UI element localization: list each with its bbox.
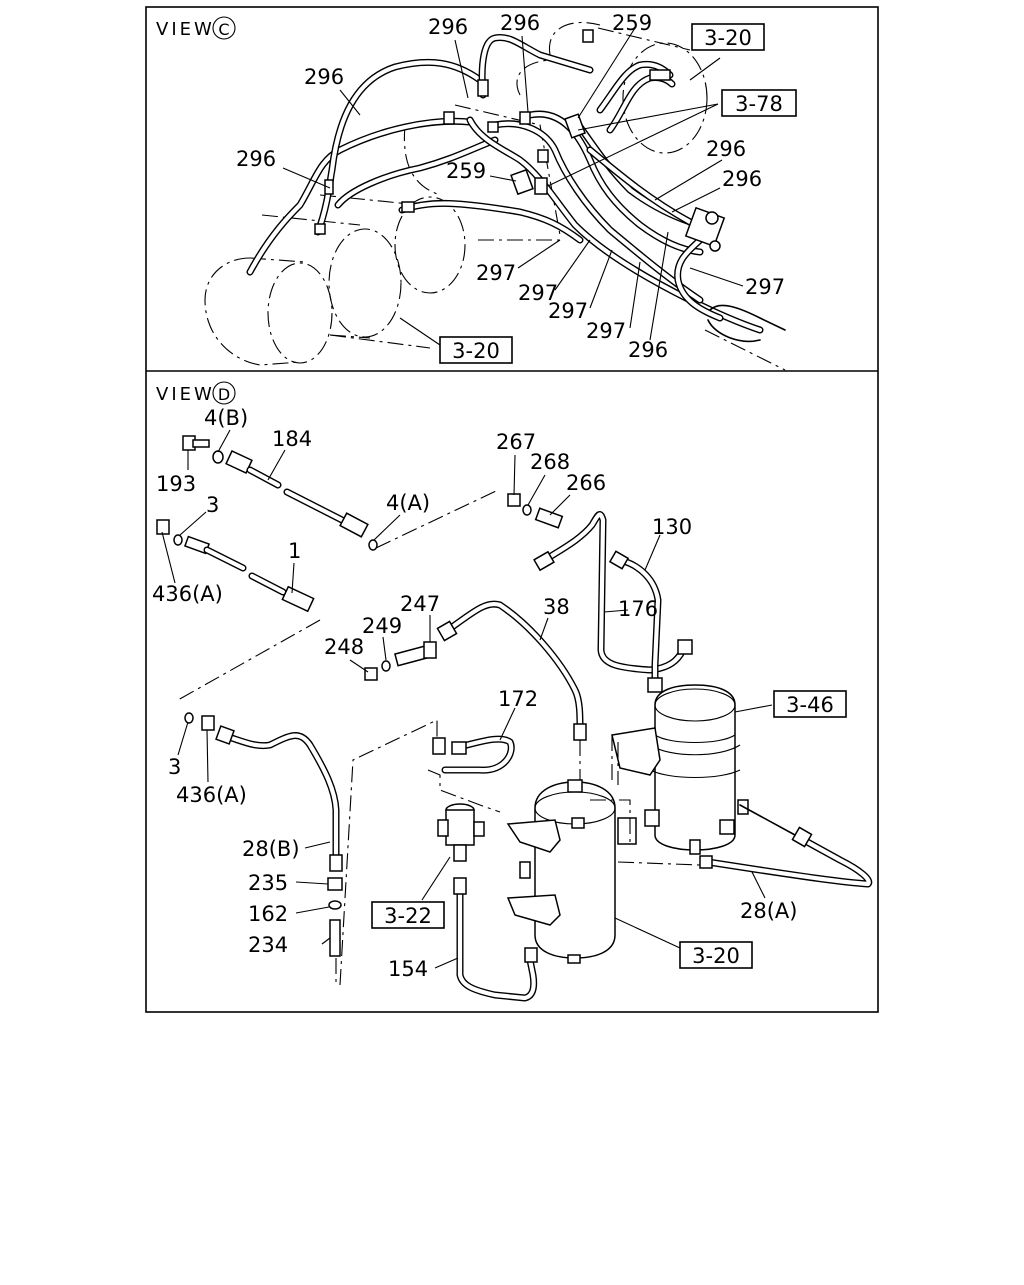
callout-176: 176 [618, 597, 658, 621]
hose-1 [156, 519, 321, 701]
callout-296: 296 [500, 11, 540, 35]
callout-235: 235 [248, 871, 288, 895]
ref-3-20: 3-20 [692, 944, 740, 968]
ref-3-78: 3-78 [735, 92, 783, 116]
view-c-leaders [282, 27, 744, 346]
callout-266: 266 [566, 471, 606, 495]
view-d-letter: D [218, 385, 230, 404]
callout-4a: 4(A) [386, 491, 430, 515]
ref-box-3-20 [679, 941, 753, 969]
ref-box-3-78 [721, 89, 797, 117]
ref-box-3-20 [691, 23, 765, 51]
callout-1: 1 [288, 539, 301, 563]
hose-184 [182, 435, 499, 551]
callout-268: 268 [530, 450, 570, 474]
callout-4b: 4(B) [204, 406, 248, 430]
view-c-letter-circle [212, 16, 236, 40]
pipe-28b [184, 712, 438, 986]
callout-193: 193 [156, 472, 196, 496]
view-c-labels: 296 296 259 296 296 259 296 296 297 297 … [236, 11, 797, 364]
callout-172: 172 [498, 687, 538, 711]
ref-3-22: 3-22 [384, 904, 432, 928]
pipe-172 [427, 735, 515, 813]
ref-3-20: 3-20 [452, 339, 500, 363]
valves-and-fittings [314, 29, 726, 252]
callout-296: 296 [706, 137, 746, 161]
callout-3: 3 [168, 755, 181, 779]
diagram-frame [145, 6, 879, 1013]
callout-248: 248 [324, 635, 364, 659]
ref-3-20: 3-20 [704, 26, 752, 50]
pipe-38 [364, 600, 587, 780]
ref-box-3-22 [371, 901, 445, 929]
view-d-title: VIEW [156, 384, 215, 405]
callout-28b: 28(B) [242, 837, 300, 861]
callout-130: 130 [652, 515, 692, 539]
phantom-air-tanks [204, 22, 786, 371]
view-d-letter-circle [212, 381, 236, 405]
callout-259: 259 [612, 11, 652, 35]
callout-296: 296 [722, 167, 762, 191]
callout-28a: 28(A) [740, 899, 797, 923]
callout-154: 154 [388, 957, 428, 981]
view-c-letter: C [218, 20, 229, 39]
callout-296: 296 [236, 147, 276, 171]
callout-38: 38 [543, 595, 570, 619]
callout-267: 267 [496, 430, 536, 454]
callout-296: 296 [304, 65, 344, 89]
callout-297: 297 [518, 281, 558, 305]
view-c-panel: VIEW C [156, 11, 797, 371]
pipe-28a [699, 804, 873, 888]
callout-3: 3 [206, 493, 219, 517]
callout-247: 247 [400, 592, 440, 616]
governor [437, 803, 485, 862]
ref-box-3-20 [439, 336, 513, 364]
view-d-panel: VIEW D [152, 381, 873, 1002]
view-d-labels: 4(B) 184 193 3 436(A) 1 4(A) 267 268 266… [152, 406, 847, 981]
callout-297: 297 [476, 261, 516, 285]
callout-296: 296 [428, 15, 468, 39]
callout-436a: 436(A) [176, 783, 247, 807]
callout-297: 297 [745, 275, 785, 299]
callout-162: 162 [248, 902, 288, 926]
callout-297: 297 [548, 299, 588, 323]
air-tank [506, 779, 701, 964]
callout-297: 297 [586, 319, 626, 343]
view-d-leaders [161, 429, 773, 969]
ref-box-3-46 [773, 690, 847, 718]
air-dryer [611, 684, 749, 855]
ref-3-46: 3-46 [786, 693, 834, 717]
callout-436a: 436(A) [152, 582, 223, 606]
view-c-title: VIEW [156, 19, 215, 40]
pipe-154 [453, 877, 538, 1002]
callout-249: 249 [362, 614, 402, 638]
callout-184: 184 [272, 427, 312, 451]
pipe-130 [608, 550, 663, 693]
callout-259: 259 [446, 159, 486, 183]
callout-234: 234 [248, 933, 288, 957]
callout-296: 296 [628, 338, 668, 362]
